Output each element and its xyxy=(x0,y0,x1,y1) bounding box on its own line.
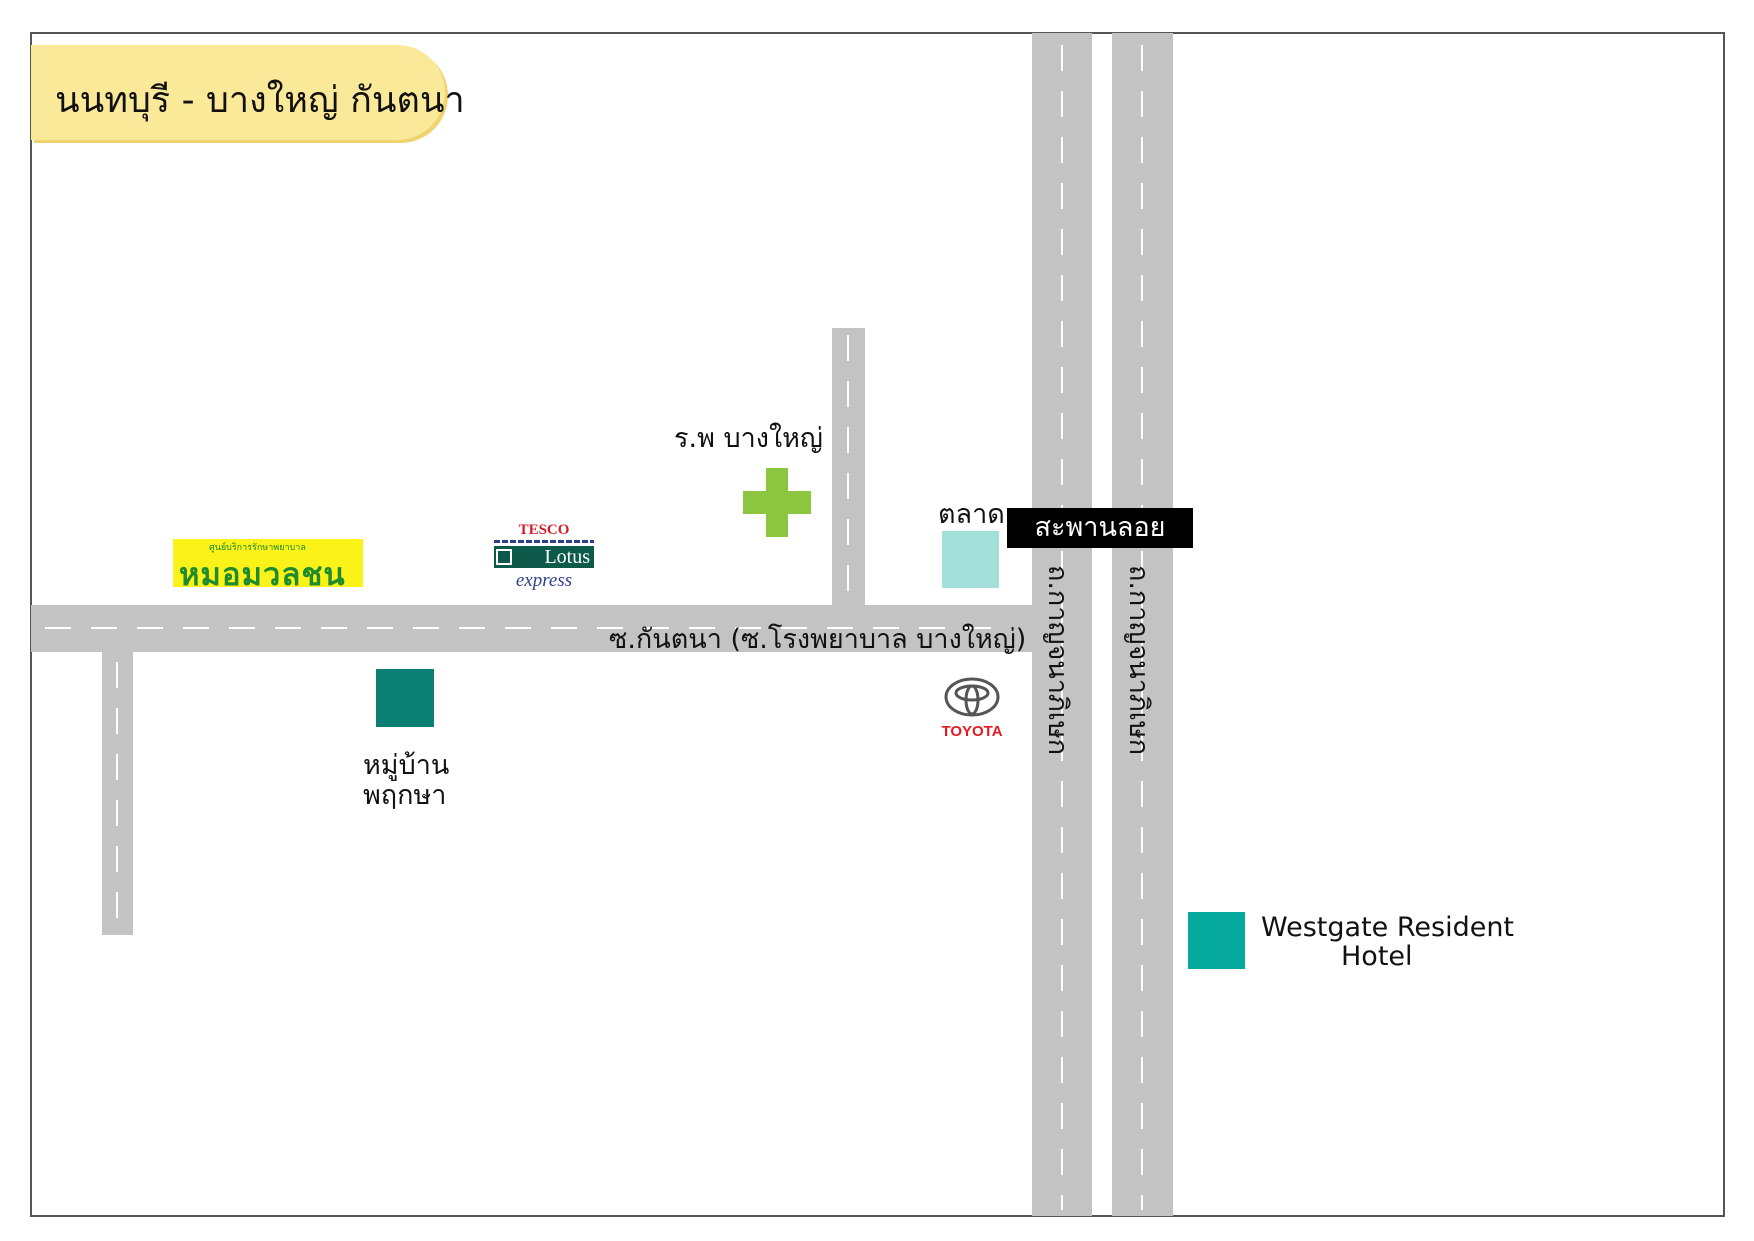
map-title: นนทบุรี - บางใหญ่ กันตนา xyxy=(55,80,465,121)
road-label-kanchanaphisek-east: ถ.กาญจนาภิเษก xyxy=(1123,565,1154,756)
soi-kantana-label: ซ.กันตนา (ซ.โรงพยาบาล บางใหญ่) xyxy=(609,624,1027,655)
lotus-wordmark: Lotus xyxy=(494,546,594,568)
hotel-label-line1: Westgate Resident xyxy=(1261,912,1515,943)
footbridge-badge: สะพานลอย xyxy=(1007,508,1193,548)
hotel-marker xyxy=(1188,912,1245,969)
tesco-wordmark: TESCO xyxy=(518,522,570,538)
hospital-label: ร.พ บางใหญ่ xyxy=(674,423,823,454)
tesco-lotus-logo-icon: TESCO Lotus express xyxy=(490,520,598,592)
mor-muanchon-tagline: ศูนย์บริการรักษาพยาบาล xyxy=(209,543,306,553)
road-label-kanchanaphisek-west: ถ.กาญจนาภิเษก xyxy=(1042,565,1073,756)
mor-muanchon-name: หมอมวลชน xyxy=(179,557,346,593)
road-hospital-branch xyxy=(832,328,865,608)
village-label-line2: พฤกษา xyxy=(363,780,447,811)
toyota-emblem-icon xyxy=(944,677,1000,717)
road-left-branch xyxy=(102,650,133,935)
tesco-stripe xyxy=(494,540,594,543)
lotus-emblem-icon xyxy=(496,549,512,565)
hospital-cross-icon xyxy=(743,468,811,537)
market-marker xyxy=(942,531,999,588)
map-title-banner: นนทบุรี - บางใหญ่ กันตนา xyxy=(31,45,465,140)
village-label-line1: หมู่บ้าน xyxy=(363,750,450,781)
market-label: ตลาด xyxy=(938,499,1005,530)
express-wordmark: express xyxy=(515,570,573,591)
toyota-wordmark: TOYOTA xyxy=(941,723,1003,740)
mor-muanchon-logo-icon: ศูนย์บริการรักษาพยาบาล หมอมวลชน xyxy=(173,539,363,593)
hotel-label-line2: Hotel xyxy=(1341,941,1413,972)
village-marker xyxy=(376,669,434,727)
toyota-logo-icon: TOYOTA xyxy=(930,673,1014,745)
